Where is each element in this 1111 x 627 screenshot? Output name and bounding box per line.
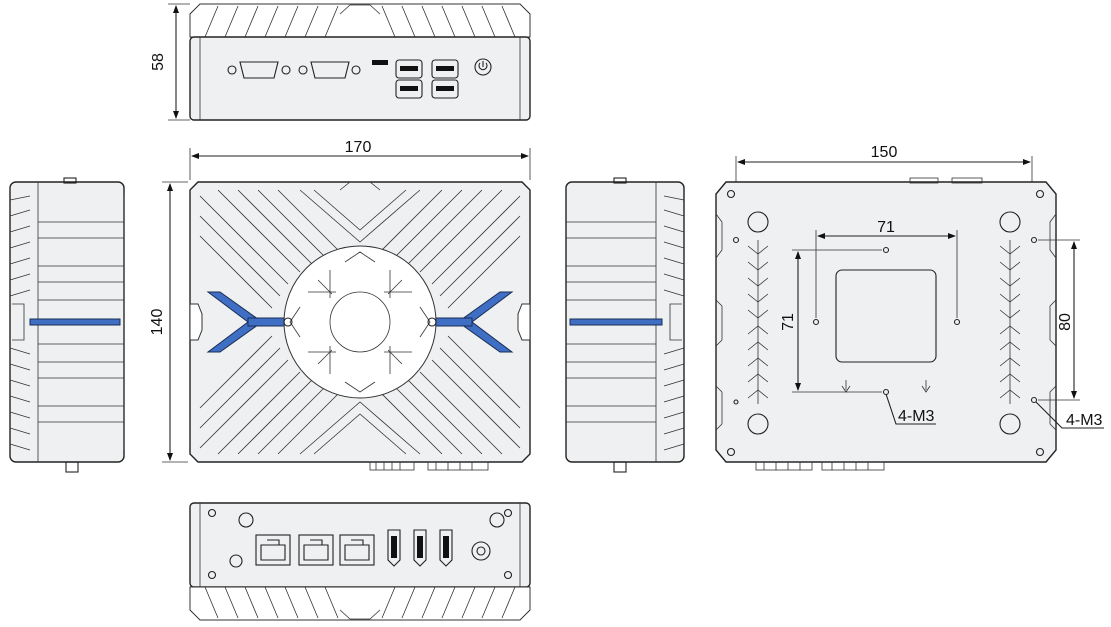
front-panel bbox=[189, 36, 531, 121]
dim-hole-spacing-x: 71 bbox=[877, 219, 895, 236]
dim-width-150: 150 bbox=[871, 144, 898, 161]
antenna-icon bbox=[229, 554, 243, 568]
screw-callout-center: 4-M3 bbox=[898, 408, 935, 425]
dim-side-hole-spacing: 80 bbox=[1057, 313, 1074, 331]
accent-stripe-left-bar bbox=[247, 317, 289, 327]
vent-chevrons-left bbox=[747, 240, 769, 404]
left-accent-stripe bbox=[29, 318, 121, 326]
right-side-view bbox=[565, 177, 685, 473]
vent-chevrons-right bbox=[999, 240, 1021, 404]
serial-port-icon bbox=[227, 61, 361, 79]
rj45-port-icon bbox=[255, 534, 375, 566]
usb-port-icon bbox=[395, 59, 459, 99]
dim-depth-140: 140 bbox=[149, 309, 166, 336]
fan-grille bbox=[283, 245, 437, 399]
dim-hole-spacing-y: 71 bbox=[780, 313, 797, 331]
power-button-icon bbox=[474, 58, 492, 76]
dc-jack-icon bbox=[471, 541, 491, 561]
right-accent-stripe bbox=[569, 318, 663, 326]
bottom-view: 150 bbox=[715, 144, 1104, 471]
front-view: 58 bbox=[150, 3, 531, 121]
top-view: 170 140 bbox=[149, 139, 531, 471]
antenna-icon bbox=[65, 461, 79, 473]
hdmi-port-icon bbox=[387, 529, 453, 567]
rear-view bbox=[189, 502, 531, 621]
center-pad bbox=[835, 269, 937, 363]
sd-slot bbox=[372, 60, 388, 65]
accent-stripe-right-bar bbox=[431, 317, 473, 327]
dim-height-58: 58 bbox=[150, 53, 167, 71]
top-fins bbox=[199, 181, 521, 455]
left-side-view bbox=[9, 177, 125, 473]
dim-width-170: 170 bbox=[345, 139, 372, 156]
screw-callout-side: 4-M3 bbox=[1066, 412, 1103, 429]
